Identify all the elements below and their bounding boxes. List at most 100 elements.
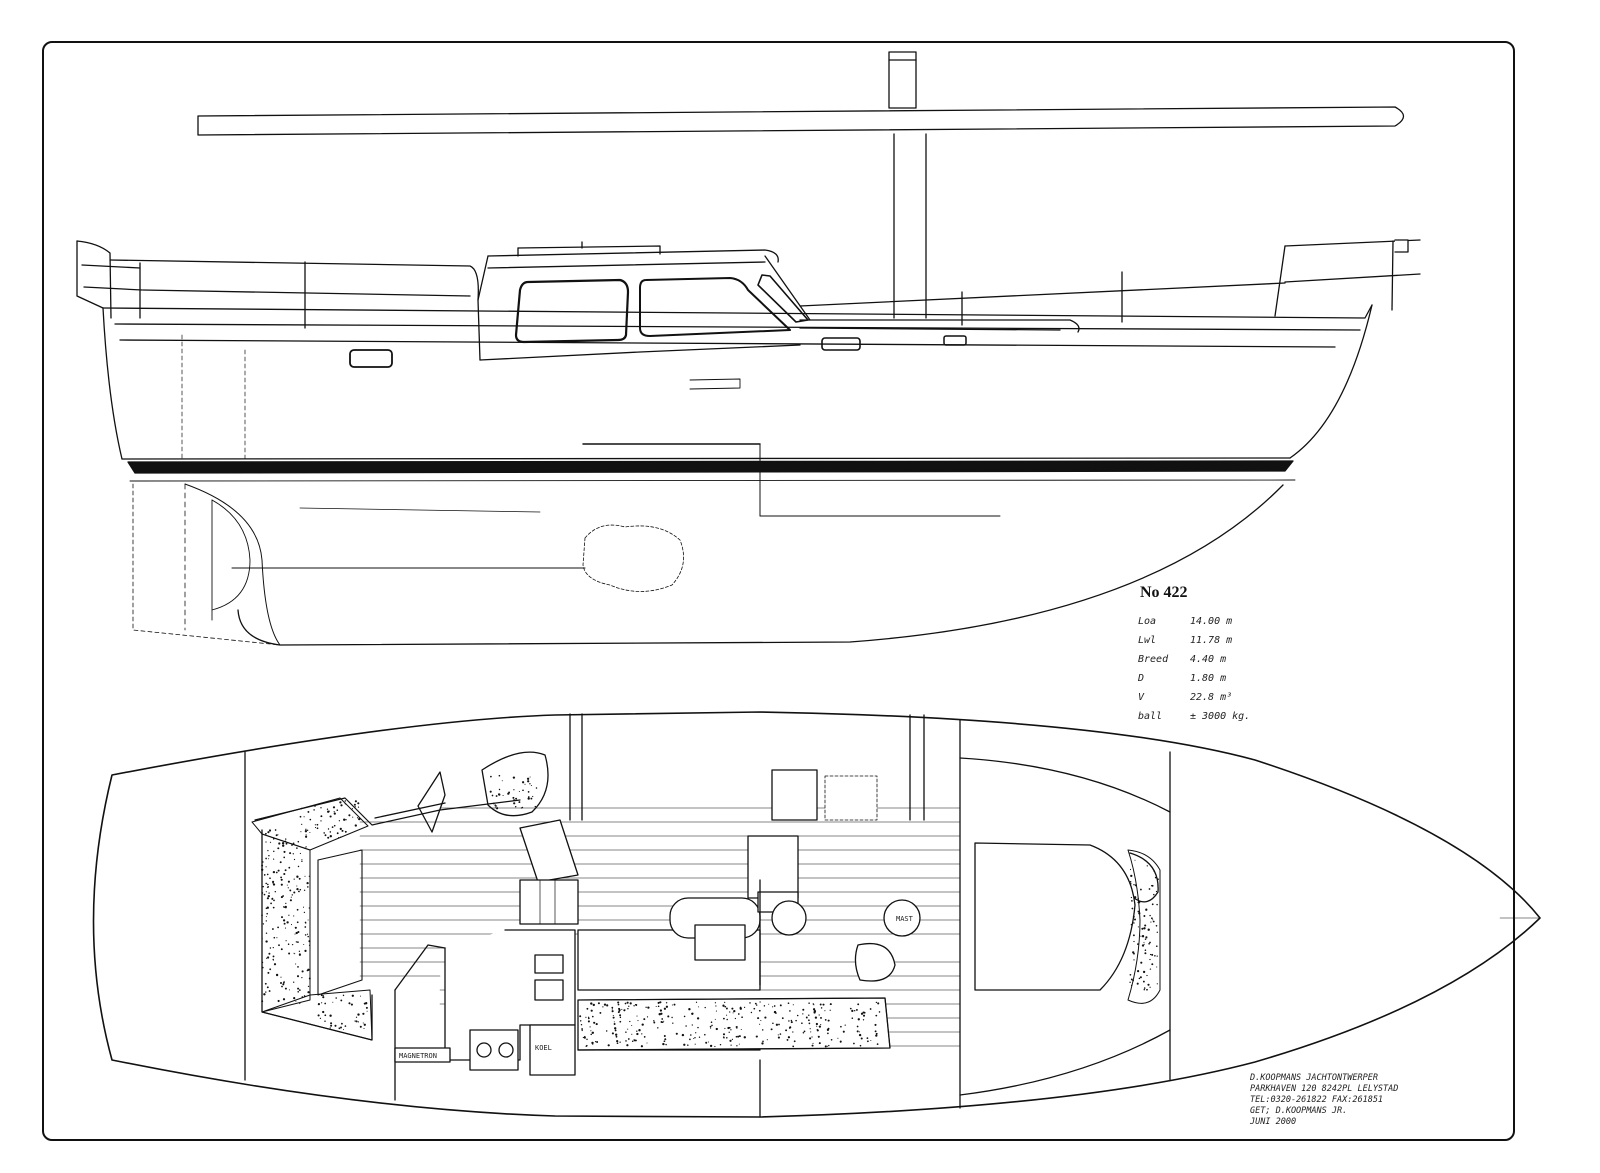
speckle-dot <box>611 1006 614 1009</box>
speckle-dot <box>786 1038 789 1041</box>
speckle-dot <box>599 1011 602 1014</box>
speckle-dot <box>704 1033 706 1036</box>
cushions <box>251 797 1161 1051</box>
speckle-dot <box>308 875 310 877</box>
speckle-dot <box>301 860 303 862</box>
speckle-dot <box>816 1028 818 1031</box>
speckle-dot <box>498 774 501 777</box>
engine-outline <box>582 524 684 592</box>
speckle-dot <box>772 1022 774 1024</box>
speckle-dot <box>631 1024 633 1027</box>
speckle-dot <box>297 865 300 868</box>
speckle-dot <box>636 1032 639 1036</box>
speckle-dot <box>295 963 297 965</box>
speckle-dot <box>856 1025 859 1028</box>
speckle-dot <box>1137 926 1139 928</box>
speckle-dot <box>297 890 300 893</box>
speckle-dot <box>272 955 275 958</box>
speckle-dot <box>1130 896 1133 899</box>
speckle-dot <box>363 1002 366 1005</box>
speckle-dot <box>867 1040 869 1043</box>
speckle-dot <box>1143 943 1145 945</box>
speckle-dot <box>357 1013 360 1016</box>
speckle-dot <box>277 926 279 929</box>
speckle-dot <box>271 928 274 930</box>
speckle-dot <box>316 827 319 830</box>
speckle-dot <box>322 996 325 999</box>
speckle-dot <box>326 808 329 810</box>
speckle-dot <box>1144 938 1147 941</box>
speckle-dot <box>618 1010 621 1012</box>
rub-rail <box>114 323 1361 331</box>
speckle-dot <box>1142 980 1145 983</box>
speckle-dot <box>621 1008 623 1010</box>
side-profile <box>76 51 1421 646</box>
speckle-dot <box>694 1043 696 1045</box>
speckle-dot <box>302 906 305 908</box>
v-berth <box>974 842 1136 991</box>
speckle-dot <box>296 908 299 911</box>
speckle-dot <box>264 982 267 985</box>
speckle-dot <box>581 1029 583 1032</box>
speckle-dot <box>291 894 294 896</box>
speckle-dot <box>664 1038 667 1041</box>
speckle-dot <box>625 1031 627 1033</box>
speckle-dot <box>659 1009 663 1012</box>
speckle-dot <box>529 776 531 778</box>
speckle-dot <box>527 796 530 798</box>
speckle-dot <box>723 1017 725 1020</box>
speckle-dot <box>660 1021 663 1023</box>
speckle-dot <box>1130 883 1132 885</box>
speckle-dot <box>275 834 278 837</box>
speckle-dot <box>365 1006 368 1009</box>
speckle-dot <box>1139 888 1142 891</box>
speckle-dot <box>645 1006 647 1008</box>
speckle-dot <box>756 1004 758 1006</box>
speckle-dot <box>518 790 520 793</box>
speckle-dot <box>851 1009 854 1013</box>
speckle-dot <box>1132 915 1135 918</box>
speckle-dot <box>814 1016 818 1019</box>
speckle-dot <box>758 1009 761 1012</box>
speckle-dot <box>736 1027 738 1029</box>
speckle-dot <box>1138 977 1141 980</box>
speckle-dot <box>586 1044 588 1047</box>
credit-line: PARKHAVEN 120 8242PL LELYSTAD <box>1250 1084 1399 1094</box>
speckle-dot <box>726 1014 728 1016</box>
speckle-dot <box>307 935 309 938</box>
speckle-dot <box>730 1029 732 1031</box>
speckle-dot <box>1153 893 1155 896</box>
speckle-dot <box>530 797 533 800</box>
speckle-dot <box>306 933 309 935</box>
speckle-dot <box>320 1002 323 1004</box>
speckle-dot <box>277 847 280 850</box>
speckle-dot <box>278 944 280 947</box>
speckle-dot <box>663 1007 667 1010</box>
speckle-dot <box>812 1008 816 1011</box>
window-1 <box>514 278 630 344</box>
speckle-dot <box>324 1002 327 1005</box>
speckle-dot <box>265 841 267 843</box>
speckle-dot <box>792 1031 794 1033</box>
speckle-dot <box>491 794 494 797</box>
speckle-dot <box>726 1037 728 1039</box>
speckle-dot <box>695 1001 698 1003</box>
speckle-dot <box>857 1018 860 1021</box>
speckle-dot <box>824 1045 827 1048</box>
speckle-dot <box>856 1030 859 1033</box>
spec-key: Loa <box>1138 616 1157 627</box>
speckle-dot <box>710 1021 713 1023</box>
speckle-dot <box>824 1019 827 1021</box>
speckle-dot <box>619 1020 622 1023</box>
speckle-dot <box>320 815 323 818</box>
speckle-dot <box>643 1036 646 1038</box>
speckle-dot <box>1155 890 1158 893</box>
speckle-dot <box>336 832 339 835</box>
speckle-dot <box>689 1038 691 1041</box>
speckle-dot <box>297 941 299 943</box>
speckle-dot <box>618 1007 621 1010</box>
speckle-dot <box>724 1005 727 1008</box>
speckle-dot <box>1129 981 1131 983</box>
speckle-dot <box>714 1018 716 1020</box>
